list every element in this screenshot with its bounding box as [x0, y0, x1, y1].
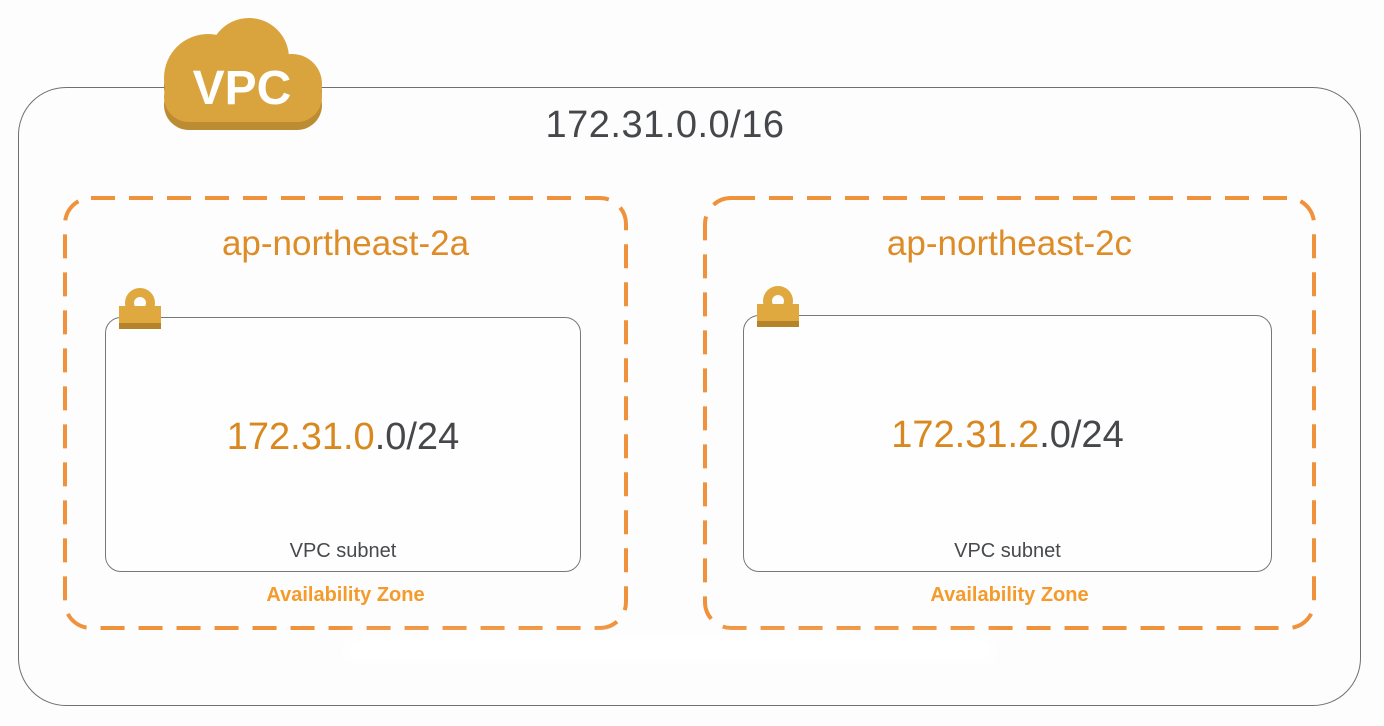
cloud-body [164, 18, 322, 122]
az-c-zone-label: Availability Zone [930, 584, 1089, 606]
vpc-cloud-svg: VPC [164, 18, 322, 130]
subnet-a-cidr-highlight: 172.31.0 [226, 416, 375, 458]
subnet-c-cidr-highlight: 172.31.2 [891, 414, 1040, 456]
vpc-cidr-title: 172.31.0.0/16 [545, 104, 785, 146]
subnet-c-cidr-rest: .0/24 [1039, 414, 1124, 456]
az-c-dashed-border [703, 196, 1316, 630]
subnet-c-label: VPC subnet [954, 540, 1061, 562]
vpc-cloud-label: VPC [193, 62, 292, 115]
subnet-c-cidr: 172.31.2.0/24 [744, 414, 1271, 457]
subnet-a-cidr-rest: .0/24 [374, 416, 460, 458]
availability-zone-a: ap-northeast-2a Availability Zone [63, 196, 628, 630]
vpc-container-box [18, 87, 1361, 706]
availability-zone-c: ap-northeast-2c Availability Zone [703, 196, 1316, 630]
lock-icon [754, 285, 802, 333]
lock-icon [116, 287, 164, 335]
subnet-box-a: 172.31.0.0/24 VPC subnet [105, 288, 581, 572]
vpc-cloud-icon: VPC [146, 8, 330, 134]
az-a-zone-label: Availability Zone [266, 584, 425, 606]
subnet-box-c: 172.31.2.0/24 VPC subnet [743, 286, 1272, 572]
az-a-name: ap-northeast-2a [221, 224, 470, 263]
az-a-dashed-border [63, 196, 628, 630]
subnet-a-label: VPC subnet [289, 540, 397, 562]
az-c-name: ap-northeast-2c [886, 224, 1133, 263]
subnet-a-cidr: 172.31.0.0/24 [106, 416, 580, 459]
